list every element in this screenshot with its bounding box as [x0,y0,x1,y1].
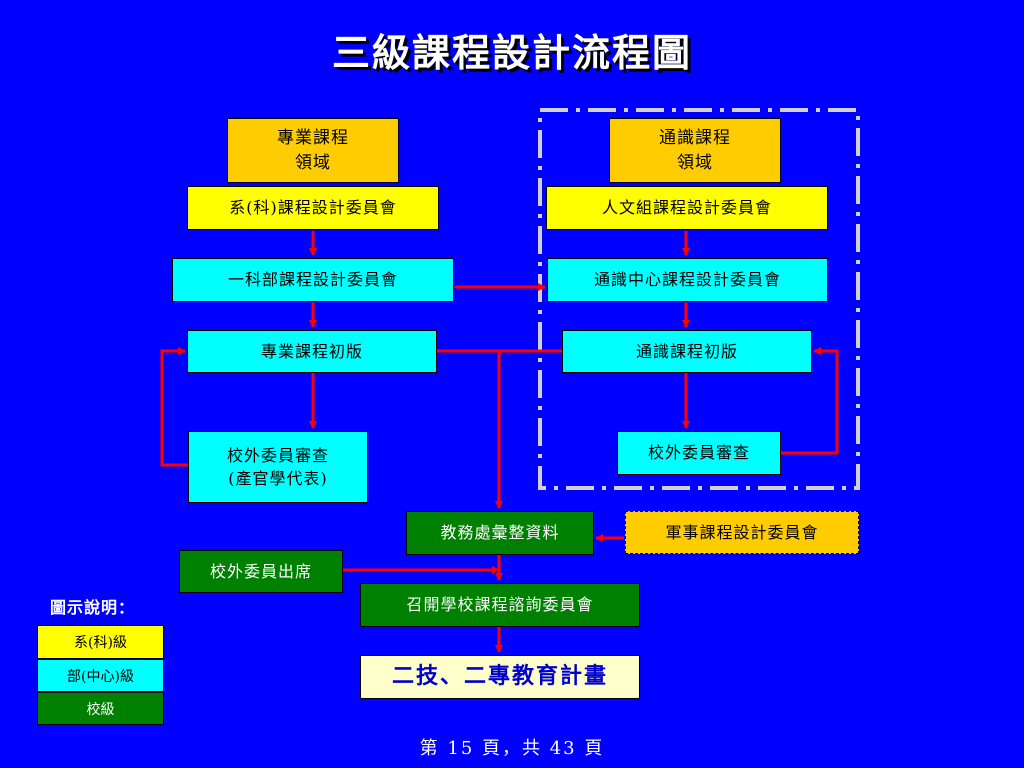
general-draft-box: 通識課程初版 [562,330,812,373]
general-review-box: 校外委員審查 [617,431,781,475]
division-committee-box: 一科部課程設計委員會 [172,258,454,302]
professional-review-line1: 校外委員審查 [226,445,329,465]
professional-draft-box: 專業課程初版 [187,330,437,373]
general-domain-line1: 通識課程 [659,127,731,148]
academic-affairs-box: 教務處彙整資料 [406,511,594,555]
arrow-review-feedback-right [781,347,839,455]
external-attend-box: 校外委員出席 [179,550,343,593]
dept-committee-box: 系(科)課程設計委員會 [187,186,439,230]
professional-domain-line1: 專業課程 [277,127,349,148]
general-domain-box: 通識課程 領域 [609,118,781,183]
arrow-review-feedback-left [160,347,188,467]
final-plan-box: 二技、二專教育計畫 [360,655,640,699]
professional-domain-line2: 領域 [295,152,331,173]
general-domain-line2: 領域 [677,152,713,173]
humanities-committee-box: 人文組課程設計委員會 [546,186,828,230]
legend-division-level: 部(中心)級 [37,659,164,692]
professional-review-box: 校外委員審查 (產官學代表) [188,431,368,503]
gen-center-committee-box: 通識中心課程設計委員會 [547,258,828,302]
page-footer: 第 15 頁，共 43 頁 [419,738,605,759]
legend-title: 圖示說明： [50,598,136,617]
professional-review-line2: (產官學代表) [228,469,328,488]
general-education-frame [538,108,860,490]
page-title: 三級課程設計流程圖 [331,30,692,75]
military-committee-box: 軍事課程設計委員會 [625,511,859,554]
legend-school-level: 校級 [37,692,164,725]
advisory-meeting-box: 召開學校課程諮詢委員會 [360,583,640,627]
legend-dept-level: 系(科)級 [37,625,164,659]
professional-domain-box: 專業課程 領域 [227,118,399,183]
